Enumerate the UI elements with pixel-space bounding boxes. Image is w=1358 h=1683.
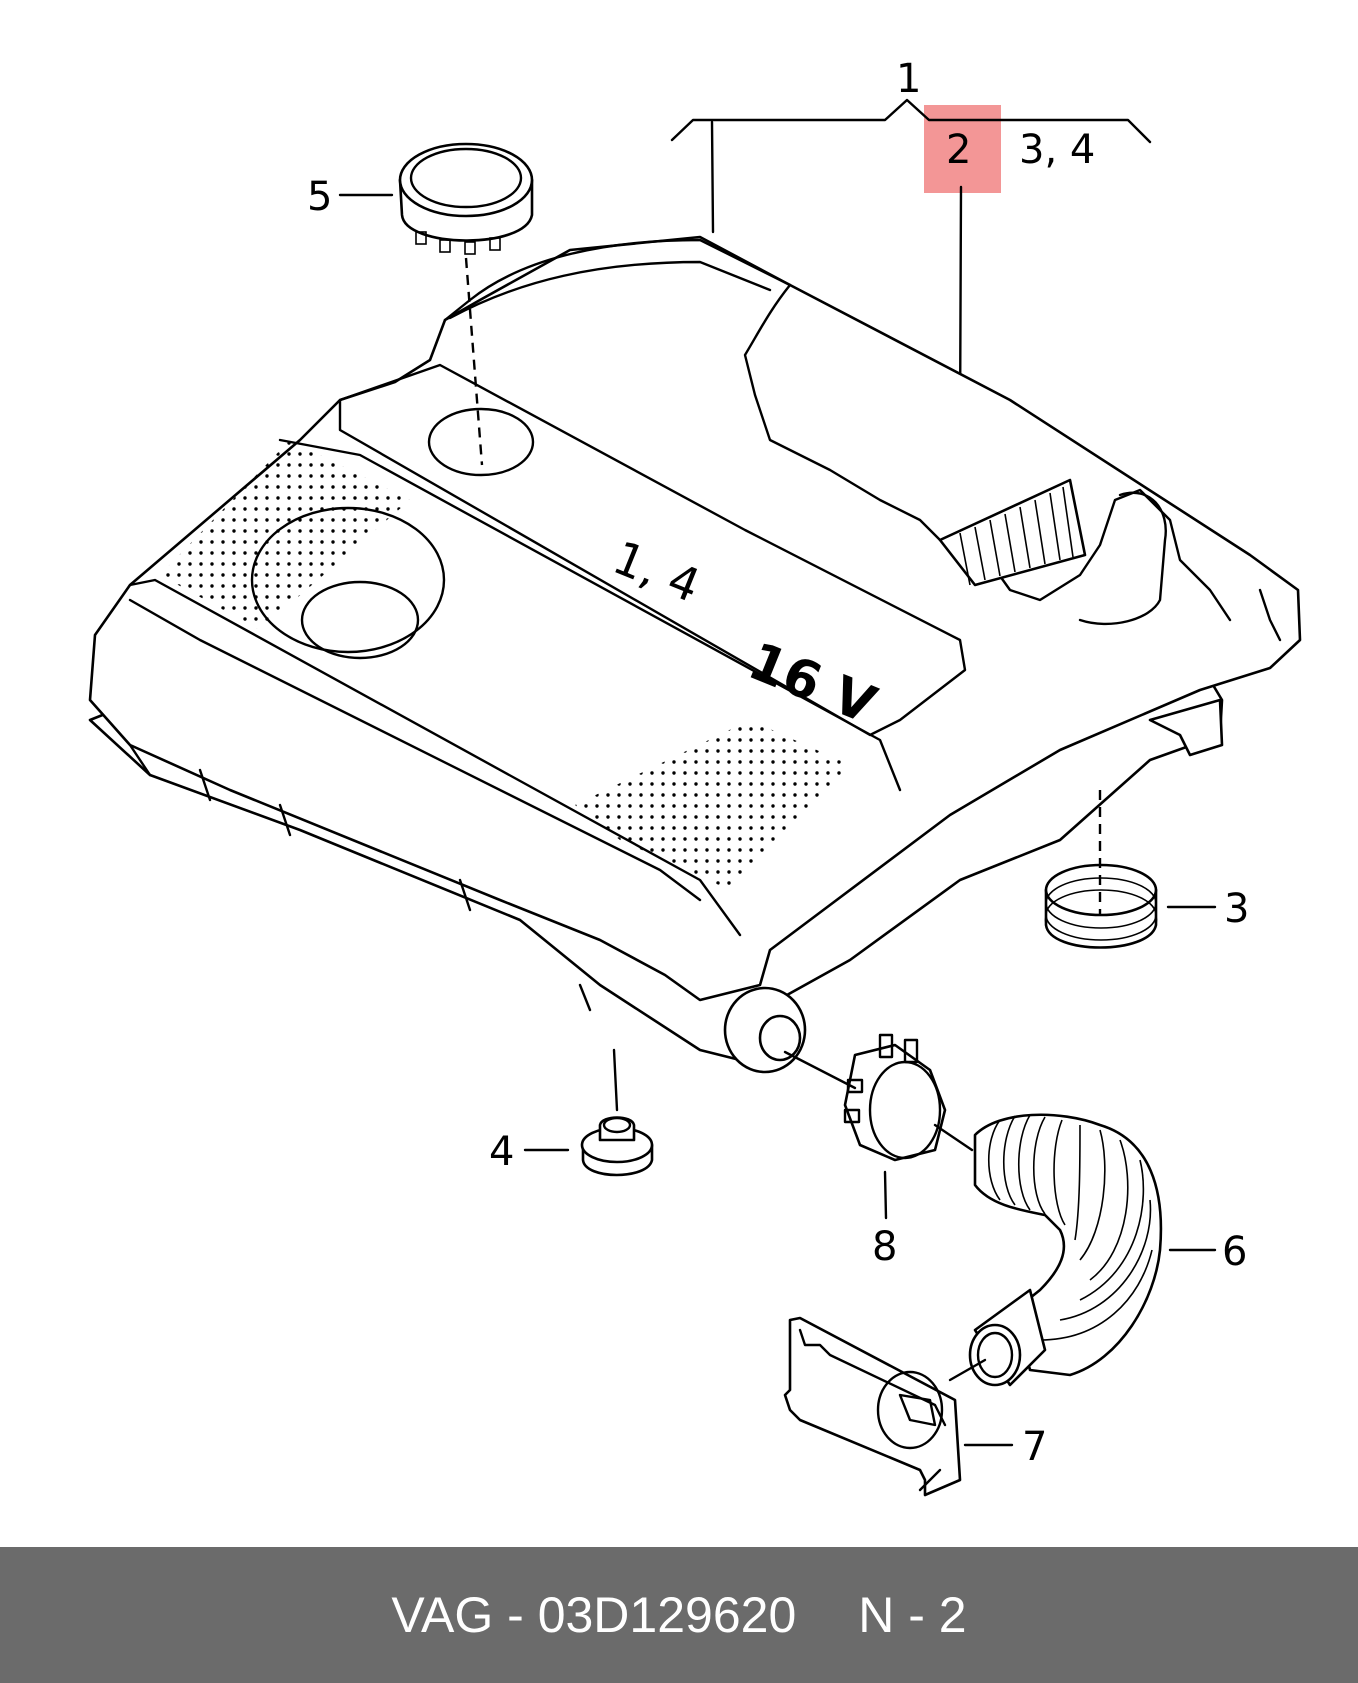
footer-position: N - 2: [858, 1587, 967, 1643]
label-part-7: 7: [1022, 1424, 1047, 1470]
label-part-5: 5: [307, 174, 332, 220]
part-7-bracket: [783, 1316, 1014, 1497]
part-6-hose: [948, 1113, 1217, 1387]
label-part-8: 8: [872, 1224, 897, 1270]
label-part-1: 1: [896, 56, 921, 102]
footer-part-number: VAG - 03D129620: [391, 1587, 797, 1643]
label-part-6: 6: [1222, 1229, 1247, 1275]
label-part-2: 2: [946, 127, 971, 173]
label-part-3: 3: [1224, 886, 1249, 932]
part-5-cap: [338, 142, 534, 466]
label-part-3-4: 3, 4: [1019, 127, 1095, 173]
label-part-4: 4: [489, 1129, 514, 1175]
footer-bar: VAG - 03D129620 N - 2: [0, 1547, 1358, 1683]
part-8-clamp: [783, 1033, 974, 1220]
engine-cover: [88, 235, 1302, 1074]
part-4-mount: [523, 1048, 654, 1177]
part-3-ring: [1044, 790, 1217, 949]
parts-diagram: 1, 4 16 V: [88, 56, 1302, 1497]
